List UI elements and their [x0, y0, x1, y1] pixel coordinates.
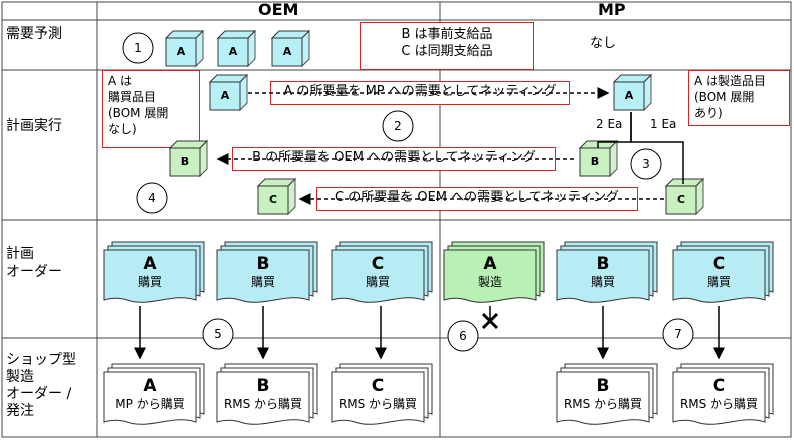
- mp-a-note-line3: あり): [694, 106, 723, 120]
- plan-order-mp-b-item: B: [596, 254, 610, 274]
- plan-order-oem-b-item: B: [256, 254, 270, 274]
- step-circle-7: [662, 318, 694, 350]
- shop-order-mp-c: [672, 363, 774, 425]
- plan-order-oem-a-kind: 購買: [137, 275, 162, 289]
- step-number-1: 1: [134, 41, 142, 55]
- bom-tree-c: [630, 112, 684, 184]
- oem-a-note-line2: 購買品目: [108, 90, 157, 104]
- step-number-5: 5: [214, 327, 222, 341]
- forecast-item-a-3: [270, 29, 311, 68]
- mp-forecast-none: なし: [590, 36, 617, 51]
- oem-a-note-line3: (BOM 展開: [108, 106, 169, 120]
- shop-order-oem-c-item: C: [371, 376, 385, 396]
- plan-order-oem-c-kind: 購買: [365, 275, 390, 289]
- oem-plan-item-b: [168, 139, 209, 178]
- mp-plan-item-c-label: C: [676, 193, 686, 206]
- forecast-item-a-1: [164, 29, 205, 68]
- mp-plan-item-b-label: B: [590, 155, 600, 168]
- oem-plan-item-a-label: A: [220, 89, 230, 102]
- plan-order-mp-b: [556, 241, 658, 303]
- row-label-shop-order-2: 製造: [6, 369, 34, 385]
- oem-plan-item-b-label: B: [180, 155, 190, 168]
- netting-b-text: B の所要量を OEM への需要としてネッティング: [252, 150, 536, 165]
- plan-order-mp-a-item: A: [483, 254, 497, 274]
- mp-plan-item-a-label: A: [624, 89, 634, 102]
- plan-order-oem-b: [216, 241, 318, 303]
- step-number-6: 6: [459, 329, 467, 343]
- mp-plan-item-c: [664, 177, 705, 216]
- step-circle-4: [136, 182, 168, 214]
- step-circle-5: [202, 318, 234, 350]
- forecast-item-a-1-label: A: [176, 45, 186, 58]
- step-number-7: 7: [674, 327, 682, 341]
- row-label-shop-order-3: オーダー /: [6, 386, 72, 402]
- oem-plan-item-a: [208, 73, 249, 112]
- oem-plan-item-c: [256, 177, 297, 216]
- row-label-shop-order-4: 発注: [6, 403, 34, 419]
- shop-order-oem-a: [103, 363, 205, 425]
- mp-a-note-line2: (BOM 展開: [694, 90, 755, 104]
- shop-order-oem-b-kind: RMS から購買: [223, 397, 303, 411]
- shop-order-oem-b-item: B: [256, 376, 270, 396]
- step-circle-3: [630, 148, 662, 180]
- bom-tree-b: [597, 112, 632, 148]
- mp-a-note-box: [688, 70, 790, 126]
- shop-order-mp-b-kind: RMS から購買: [563, 397, 643, 411]
- netting-c-text: C の所要量を OEM への需要としてネッティング: [335, 190, 619, 205]
- plan-order-mp-c-item: C: [712, 254, 726, 274]
- step-circle-2: [382, 110, 414, 142]
- netting-a-text: A の所要量を MP への需要としてネッティング: [283, 84, 557, 99]
- plan-order-oem-a-item: A: [143, 254, 157, 274]
- oem-a-note-line4: なし): [108, 122, 137, 136]
- mp-plan-item-a: [612, 73, 653, 112]
- oem-plan-item-c-label: C: [268, 193, 278, 206]
- plan-order-mp-b-kind: 購買: [590, 275, 615, 289]
- shop-order-oem-c-kind: RMS から購買: [338, 397, 418, 411]
- column-header-mp: MP: [598, 0, 626, 19]
- forecast-item-a-2: [216, 29, 257, 68]
- row-label-planning: 計画実行: [6, 118, 62, 134]
- row-label-plan-order-2: オーダー: [6, 264, 62, 280]
- oem-a-note-box: [102, 70, 200, 148]
- forecast-item-a-2-label: A: [228, 45, 238, 58]
- mp-a-note-line1: A は製造品目: [694, 74, 767, 88]
- shop-order-mp-c-kind: RMS から購買: [679, 397, 759, 411]
- shop-order-oem-a-item: A: [143, 376, 157, 396]
- plan-order-mp-a: [443, 241, 545, 303]
- step-circle-6: [447, 320, 479, 352]
- step-number-2: 2: [394, 119, 402, 133]
- mp-forecast-note-line2: C は同期支給品: [401, 44, 493, 59]
- plan-order-mp-c: [672, 241, 774, 303]
- row-label-plan-order-1: 計画: [6, 246, 34, 262]
- row-label-forecast: 需要予測: [6, 26, 62, 42]
- plan-order-oem-c-item: C: [371, 254, 385, 274]
- step-circle-1: [122, 32, 154, 64]
- plan-order-oem-c: [331, 241, 433, 303]
- plan-order-oem-b-kind: 購買: [250, 275, 275, 289]
- bom-qty-c: 1 Ea: [650, 117, 677, 131]
- plan-order-mp-a-kind: 製造: [477, 275, 502, 289]
- shop-order-oem-c: [331, 363, 433, 425]
- row-label-shop-order-1: ショップ型: [6, 352, 76, 368]
- plan-order-mp-c-kind: 購買: [706, 275, 731, 289]
- shop-order-oem-b: [216, 363, 318, 425]
- shop-order-mp-b: [556, 363, 658, 425]
- forecast-item-a-3-label: A: [282, 45, 292, 58]
- step-number-4: 4: [148, 191, 156, 205]
- column-header-oem: OEM: [258, 0, 299, 19]
- step-number-3: 3: [642, 157, 650, 171]
- mp-forecast-note-line1: B は事前支給品: [401, 27, 493, 42]
- mp-forecast-note-box: [360, 22, 534, 70]
- oem-a-note-line1: A は: [108, 74, 133, 88]
- no-shop-order-x-icon: [481, 312, 499, 330]
- shop-order-oem-a-kind: MP から購買: [115, 397, 185, 411]
- plan-order-oem-a: [103, 241, 205, 303]
- shop-order-mp-c-item: C: [712, 376, 726, 396]
- bom-qty-b: 2 Ea: [596, 117, 623, 131]
- shop-order-mp-b-item: B: [596, 376, 610, 396]
